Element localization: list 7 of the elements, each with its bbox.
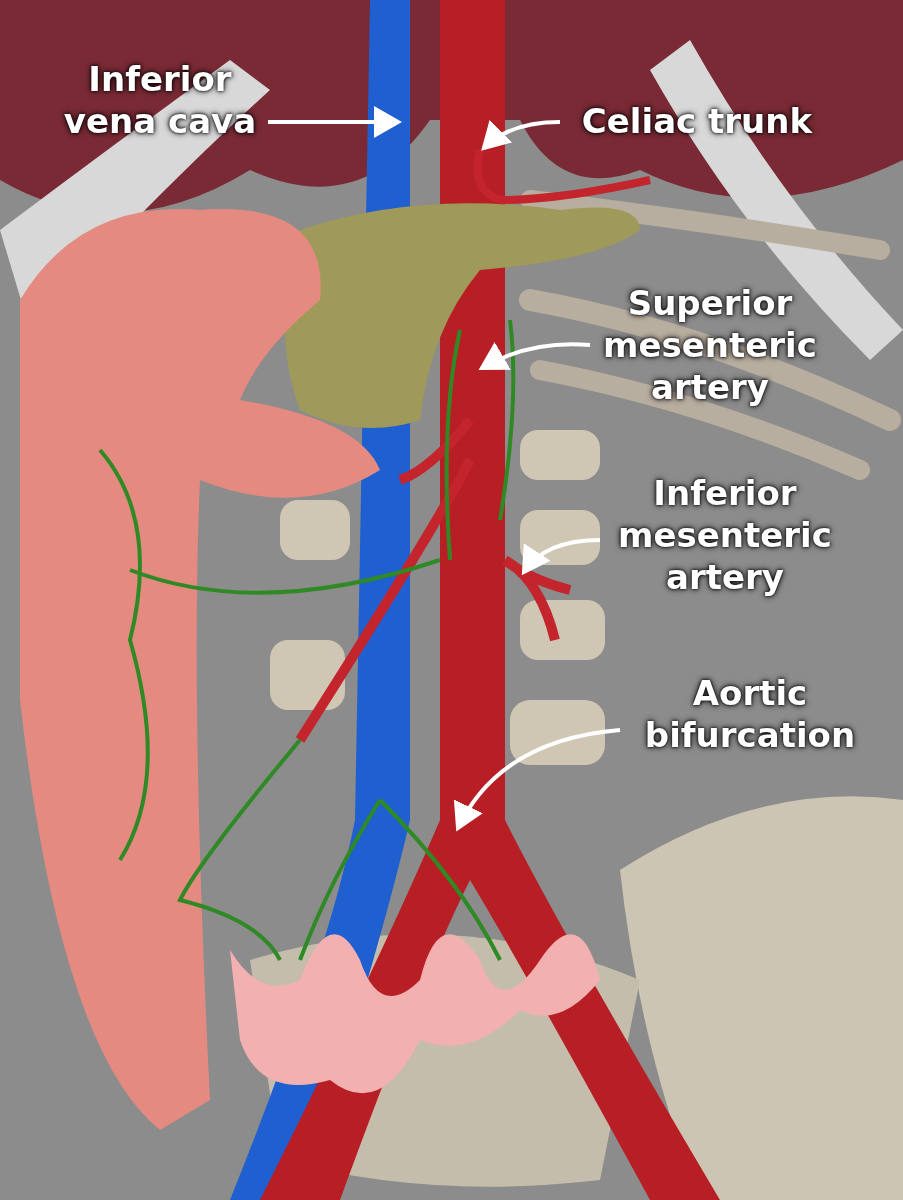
anatomy-label: Superior mesenteric artery — [590, 282, 830, 408]
leader-arrow — [521, 538, 601, 576]
leader-arrow — [481, 119, 561, 151]
anatomy-label: Aortic bifurcation — [620, 672, 880, 756]
anatomy-label: Inferior mesenteric artery — [600, 472, 850, 598]
leader-arrow — [478, 342, 591, 371]
leader-arrow — [268, 106, 402, 138]
